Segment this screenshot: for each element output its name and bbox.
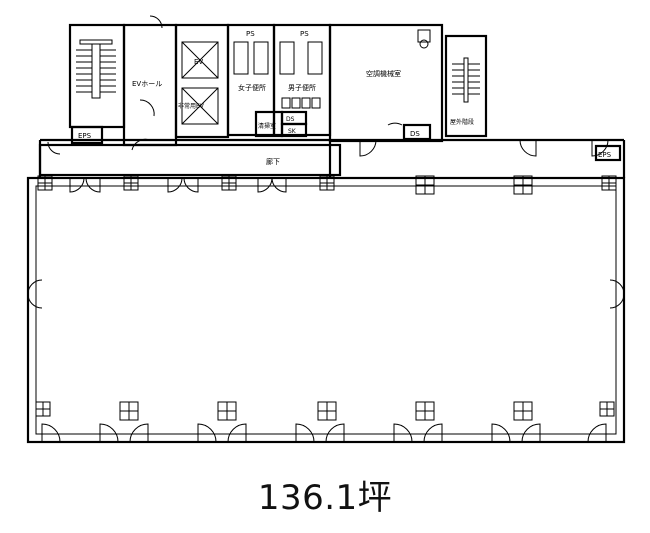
outdoor-stairs [444, 34, 488, 138]
corridor-label: 廊下 [266, 157, 280, 166]
womens-wc-label: 女子便所 [238, 83, 266, 92]
office-inner-wall [35, 185, 617, 435]
eps-left-label: EPS [78, 132, 92, 140]
doors-bottom [41, 423, 607, 443]
outdoor-stair-treads [452, 57, 480, 103]
elevator-car-2 [181, 87, 219, 125]
eps-room-right [594, 144, 622, 162]
outdoor-stairs-label: 屋外階段 [450, 118, 474, 126]
doors-top [47, 122, 609, 193]
ds-right-label: DS [410, 130, 420, 138]
floor-area-label: 136.1坪 [257, 478, 393, 518]
left-stair-treads [76, 39, 116, 99]
cleaning-room-label: 清掃室 [258, 122, 276, 130]
ds-core-label: DS [286, 116, 295, 123]
office-floor: EPS [26, 15, 626, 444]
mens-wc-label: 男子便所 [288, 83, 316, 92]
doors-side [27, 15, 625, 309]
elevator-car-1 [181, 41, 219, 79]
corridor [38, 143, 342, 177]
ev-hall-label: EVホール [132, 80, 162, 88]
core-block: EPS EVホール EV 非常用EV PS 女子便所 PS 男子便所 清掃室 D… [38, 23, 488, 177]
eps-room-left [70, 125, 104, 145]
electrical-room-label: 空調機械室 [366, 69, 401, 78]
columns-top [37, 175, 617, 195]
columns-bottom [35, 401, 615, 421]
sk-room [280, 122, 308, 138]
ps-label-1: PS [246, 30, 255, 38]
eps-right-label: EPS [598, 151, 612, 159]
sk-label: SK [288, 128, 297, 135]
ps-label-2: PS [300, 30, 309, 38]
ev-label: EV [194, 58, 203, 66]
freight-ev-label: 非常用EV [178, 102, 205, 110]
